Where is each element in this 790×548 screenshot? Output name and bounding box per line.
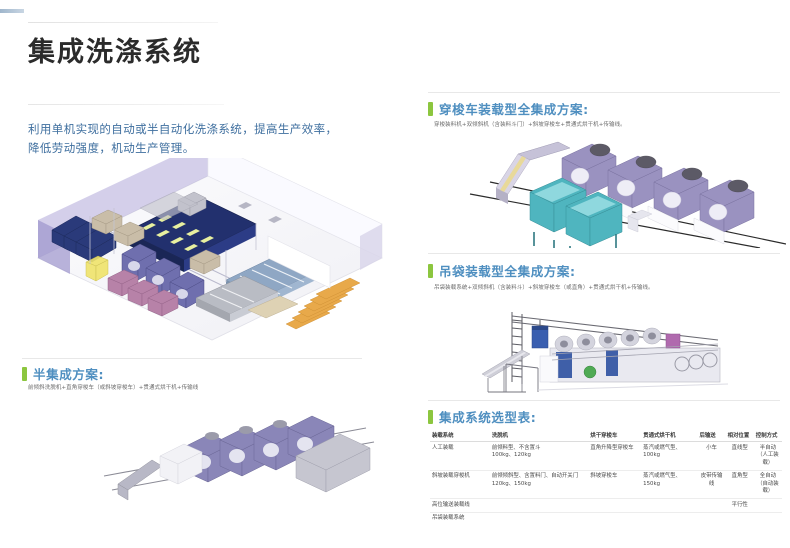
bag-loading-subtitle: 吊袋装载系统+双倾斜机（含装料斗）+斜坡穿梭车（或直角）+贯通式烘干机+传输线。	[434, 285, 654, 291]
bag-loading-rule	[428, 253, 780, 254]
left-column: 集成洗涤系统 利用单机实现的自动或半自动化洗涤系统，提高生产效率， 降低劳动强度…	[22, 22, 390, 508]
selection-table-heading: 集成系统选型表:	[428, 407, 536, 426]
shuttle-loading-subtitle: 穿梭装料机+双倾斜机（含装料斗门）+斜坡穿梭车+贯通式烘干机+传输线。	[434, 122, 626, 128]
hero-factory-illustration	[30, 158, 390, 350]
cell-post-conveyor: 皮带传输线	[697, 470, 726, 499]
cell-post-conveyor: 小车	[697, 441, 726, 471]
cell-tunnel-dryer	[641, 512, 697, 525]
table-row: 吊袋装载系统	[430, 512, 782, 525]
th-washer: 洗脱机	[489, 428, 589, 442]
cell-control-mode	[753, 498, 782, 513]
intro-line-2: 降低劳动强度，机动生产管理。	[28, 141, 195, 155]
cell-loading-system: 吊袋装载系统	[432, 515, 465, 521]
selection-table-title: 集成系统选型表:	[439, 410, 537, 425]
cell-dryer-shuttle	[588, 512, 641, 525]
accent-bar-icon	[428, 409, 433, 424]
semi-integrated-subtitle: 前倾斜洗脱机+直角穿梭车（或斜坡穿梭车）+贯通式烘干机+传输线	[28, 385, 199, 391]
shuttle-loading-title: 穿梭车装载型全集成方案:	[439, 102, 589, 117]
cell-relative-position: 平行性	[725, 498, 754, 513]
corner-accent-tab	[0, 9, 24, 13]
cell-post-conveyor	[697, 498, 726, 513]
cell-relative-position: 直线型	[725, 441, 754, 471]
th-relative-position: 相对位置	[725, 428, 754, 442]
th-tunnel-dryer: 贯通式烘干机	[641, 428, 698, 442]
shuttle-loading-rule	[428, 92, 780, 93]
cell-relative-position	[726, 512, 754, 525]
shuttle-loading-heading: 穿梭车装载型全集成方案:	[428, 99, 589, 118]
cell-tunnel-dryer	[641, 498, 698, 513]
cell-tunnel-dryer: 蒸汽或燃气型、150kg	[641, 470, 698, 499]
cell-control-mode: 半自动 （人工装载）	[753, 441, 782, 471]
th-loading-system: 装载系统	[430, 428, 490, 442]
table-row: 斜坡装载穿梭机 前倾倾斜型、含置料门、自动开关门 120kg、150kg 斜坡穿…	[430, 470, 782, 499]
selection-table-rule	[428, 400, 780, 401]
cell-loading-system: 人工装载	[430, 441, 490, 471]
th-dryer-shuttle: 烘干穿梭车	[588, 428, 642, 442]
cell-washer	[489, 498, 589, 513]
table-row: 人工装载 前倾料型、不含置斗 100kg、120kg 直角升降型穿梭车 蒸汽或燃…	[430, 441, 782, 471]
cell-relative-position: 直角型	[725, 470, 754, 499]
cell-loading-system: 高位输送装载线	[430, 498, 490, 513]
specification-table: 装载系统 洗脱机 烘干穿梭车 贯通式烘干机 后输送 相对位置 控制方式 人工装载…	[430, 428, 782, 525]
title-rule-bottom	[28, 104, 224, 105]
cell-control-mode	[754, 512, 782, 525]
cell-loading-system: 斜坡装载穿梭机	[430, 470, 490, 499]
cell-dryer-shuttle: 直角升降型穿梭车	[588, 441, 642, 471]
shuttle-loading-illustration	[430, 136, 786, 248]
table-row: 高位输送装载线 平行性	[430, 498, 782, 513]
cell-post-conveyor	[697, 512, 725, 525]
intro-paragraph: 利用单机实现的自动或半自动化洗涤系统，提高生产效率， 降低劳动强度，机动生产管理…	[28, 120, 378, 158]
semi-integrated-illustration	[90, 398, 380, 508]
accent-bar-icon	[428, 263, 433, 278]
th-post-conveyor: 后输送	[697, 428, 726, 442]
semi-integrated-rule	[22, 358, 362, 359]
cell-dryer-shuttle: 斜坡穿梭车	[588, 470, 642, 499]
cell-washer: 前倾料型、不含置斗 100kg、120kg	[489, 441, 589, 471]
cell-tunnel-dryer: 蒸汽或燃气型、100kg	[641, 441, 698, 471]
accent-bar-icon	[22, 366, 27, 381]
intro-line-1: 利用单机实现的自动或半自动化洗涤系统，提高生产效率，	[28, 122, 338, 136]
right-column: 穿梭车装载型全集成方案: 穿梭装料机+双倾斜机（含装料斗门）+斜坡穿梭车+贯通式…	[420, 0, 790, 548]
page-title: 集成洗涤系统	[28, 37, 202, 68]
cell-control-mode: 全自动 （自动装载）	[753, 470, 782, 499]
bag-loading-title: 吊袋装载型全集成方案:	[439, 264, 576, 279]
title-rule-top	[28, 22, 218, 23]
th-control-mode: 控制方式	[753, 428, 782, 442]
semi-integrated-heading: 半集成方案:	[22, 364, 104, 383]
semi-integrated-title: 半集成方案:	[33, 367, 105, 382]
bag-loading-illustration	[478, 298, 740, 396]
table-header-row: 装载系统 洗脱机 烘干穿梭车 贯通式烘干机 后输送 相对位置 控制方式	[430, 428, 782, 442]
accent-bar-icon	[428, 101, 433, 116]
cell-washer	[490, 512, 589, 525]
bag-loading-heading: 吊袋装载型全集成方案:	[428, 261, 576, 280]
cell-dryer-shuttle	[588, 498, 642, 513]
cell-washer: 前倾倾斜型、含置料门、自动开关门 120kg、150kg	[489, 470, 589, 499]
